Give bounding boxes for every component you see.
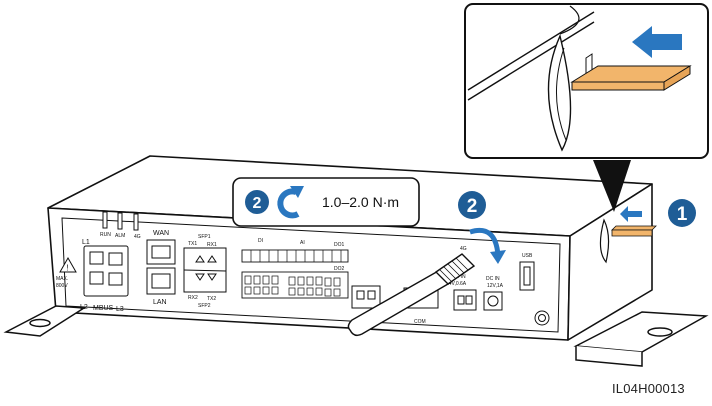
step-2-torque-number: 2: [253, 195, 262, 212]
rotation-arrow-icon: [469, 228, 506, 264]
wan-port: [146, 239, 176, 295]
step-2-antenna-number: 2: [467, 196, 478, 217]
label-do1: DO1: [334, 242, 345, 248]
inset-pointer: [593, 160, 631, 212]
torque-value: 1.0–2.0 N·m: [322, 194, 399, 210]
label-lan: LAN: [153, 299, 167, 306]
label-dc-in-b-rating: 24V,0.6A: [446, 281, 467, 287]
label-com: COM: [414, 319, 426, 325]
label-l1: L1: [82, 239, 90, 246]
label-mbus: MBUS: [93, 305, 114, 312]
figure-code: IL04H00013: [612, 381, 685, 396]
label-max: MAX.: [56, 276, 68, 282]
label-usb: USB: [522, 253, 533, 259]
sim-card-small: [611, 225, 657, 237]
label-sfp1: SFP1: [198, 234, 211, 240]
sim-slot: [599, 218, 610, 264]
label-l3: L3: [116, 306, 124, 313]
warning-icon: !: [59, 256, 77, 273]
usb-port: [519, 261, 535, 291]
label-antenna-4g: 4G: [460, 246, 467, 252]
step-1-number: 1: [677, 204, 688, 225]
inset-panel: [464, 3, 709, 159]
device-body: [47, 155, 653, 341]
label-do2: DO2: [334, 266, 345, 272]
label-dc-in: DC IN: [486, 276, 500, 282]
label-dc-in-rating: 12V,1A: [487, 283, 504, 289]
label-di: DI: [258, 238, 263, 244]
power-connector: [83, 245, 129, 297]
label-rx2: RX2: [188, 295, 198, 301]
label-alm: ALM: [115, 233, 125, 239]
label-rx1: RX1: [207, 242, 217, 248]
label-ai: AI: [300, 240, 305, 246]
label-tx1: TX1: [188, 241, 197, 247]
right-bracket: [573, 311, 709, 367]
front-panel-frame: [61, 217, 561, 333]
sfp-ports: [183, 247, 227, 293]
label-4g-led: 4G: [134, 234, 141, 240]
ground-icon: [534, 310, 550, 326]
sim-card: [570, 65, 692, 91]
insert-arrow-icon: [632, 26, 682, 58]
svg-text:!: !: [66, 264, 68, 273]
torque-callout: 2 1.0–2.0 N·m: [232, 177, 420, 227]
step-2-antenna-badge: 2: [458, 191, 486, 219]
insert-arrow-icon: [620, 206, 642, 222]
antenna: [347, 253, 476, 337]
dc-in-jack: [483, 291, 503, 311]
terminal-blocks: [241, 249, 349, 299]
label-run: RUN: [100, 232, 111, 238]
label-wan: WAN: [153, 230, 169, 237]
left-bracket: [3, 305, 87, 337]
label-sfp2: SFP2: [198, 303, 211, 309]
status-leds: [102, 211, 139, 231]
step-1-badge: 1: [668, 199, 696, 227]
label-tx2: TX2: [207, 296, 216, 302]
rotation-arrow-icon: [277, 186, 304, 219]
label-l2: L2: [80, 304, 88, 311]
label-800v: 800V: [56, 283, 68, 289]
